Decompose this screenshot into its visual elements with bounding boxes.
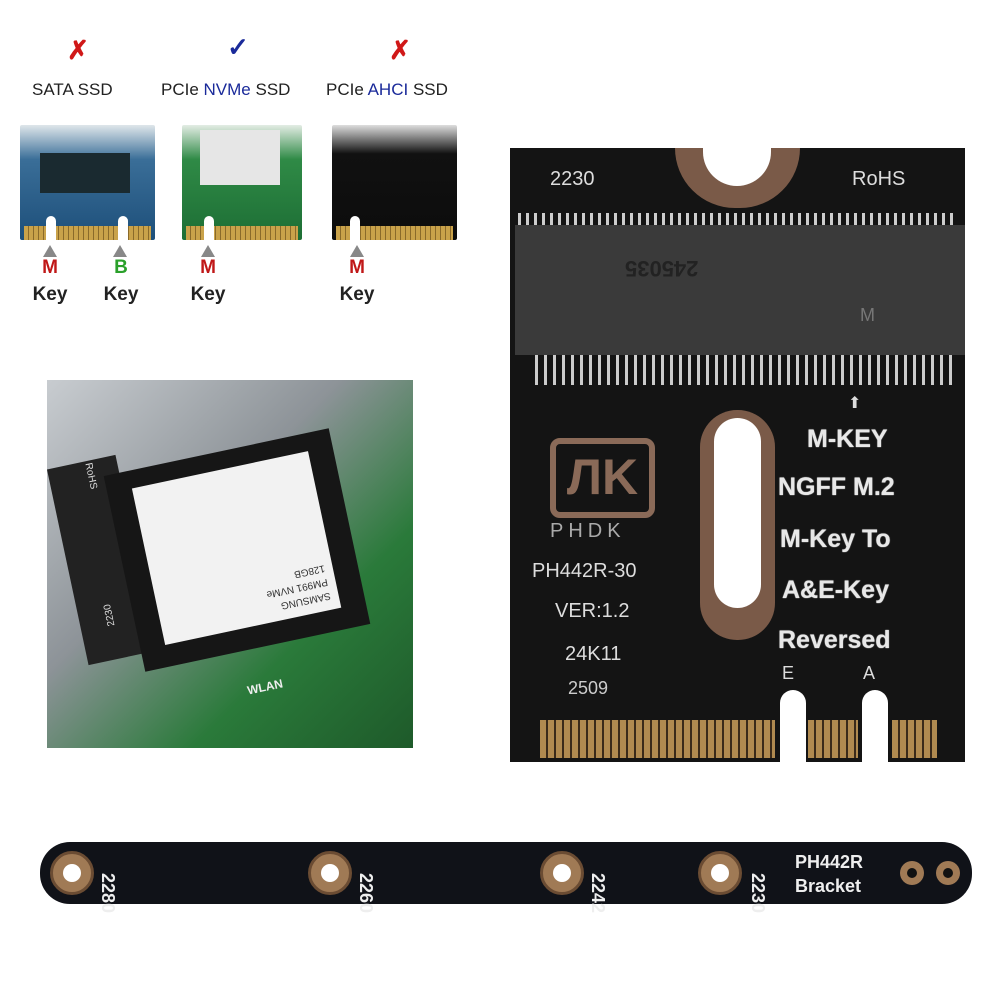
- key-word: Key: [103, 284, 139, 305]
- check-icon: ✓: [227, 32, 249, 62]
- brand-label: PHDK: [550, 520, 626, 542]
- x-icon: ✗: [67, 35, 89, 65]
- ssd-label: SAMSUNG PM991 NVMe 128GB: [131, 451, 342, 646]
- desc-line: A&E-Key: [782, 576, 889, 604]
- position-label: 2230: [748, 873, 768, 914]
- desc-line: M-KEY: [807, 425, 888, 453]
- key-letter: B: [114, 257, 128, 278]
- arrow-up-icon: [201, 245, 215, 257]
- small-hole: [900, 861, 924, 885]
- mount-hole: [698, 851, 742, 895]
- key-letter: M: [349, 257, 365, 278]
- m2-m-key-connector: 245035 M: [515, 225, 965, 355]
- key-word: Key: [190, 284, 226, 305]
- arrow-up-icon: [43, 245, 57, 257]
- ssd-2230: SAMSUNG PM991 NVMe 128GB: [103, 428, 371, 672]
- desc-line: Reversed: [778, 626, 891, 654]
- version-label: VER:1.2: [555, 600, 630, 622]
- gold-fingers: [540, 720, 775, 758]
- size-label: 2230: [550, 168, 595, 190]
- mounting-slot: [700, 410, 775, 640]
- x-icon: ✗: [389, 35, 411, 65]
- desc-line: NGFF M.2: [778, 473, 895, 501]
- position-label: 2260: [356, 873, 376, 914]
- key-letter: M: [42, 257, 58, 278]
- mounting-half-hole: [675, 148, 800, 208]
- a-key-notch: [862, 690, 888, 762]
- key-e-label: E: [782, 663, 795, 683]
- installed-photo: RoHS 2230 SAMSUNG PM991 NVMe 128GB WLAN: [47, 380, 413, 748]
- batch-label: 24K11: [565, 643, 622, 665]
- adapter-card: 2230 RoHS 245035 M ⬆ ЛK PHDK PH442R-30 V…: [510, 148, 965, 762]
- mount-hole: [50, 851, 94, 895]
- key-a-label: A: [863, 663, 876, 683]
- phdk-logo: ЛK: [550, 438, 655, 518]
- ahci-ssd-label: PCIe AHCI SSD: [326, 80, 448, 99]
- mount-hole: [540, 851, 584, 895]
- desc-line: M-Key To: [780, 525, 891, 553]
- model-label: PH442R-30: [532, 560, 637, 582]
- nvme-ssd-image: [182, 125, 302, 240]
- ahci-ssd-image: [332, 125, 457, 240]
- arrow-up-icon: [113, 245, 127, 257]
- sata-ssd-image: [20, 125, 155, 240]
- date-code: 2509: [568, 678, 609, 698]
- arrow-up-icon: ⬆: [848, 395, 862, 412]
- e-key-notch: [780, 690, 806, 762]
- key-word: Key: [32, 284, 68, 305]
- nvme-ssd-label: PCIe NVMe SSD: [161, 80, 291, 99]
- position-label: 2242: [588, 873, 608, 914]
- small-hole: [936, 861, 960, 885]
- position-label: 2280: [98, 873, 118, 914]
- key-letter: M: [200, 257, 216, 278]
- wlan-label: WLAN: [245, 676, 285, 698]
- sata-ssd-label: SATA SSD: [32, 80, 113, 99]
- arrow-up-icon: [350, 245, 364, 257]
- mount-hole: [308, 851, 352, 895]
- rohs-label: RoHS: [852, 168, 906, 190]
- key-word: Key: [339, 284, 375, 305]
